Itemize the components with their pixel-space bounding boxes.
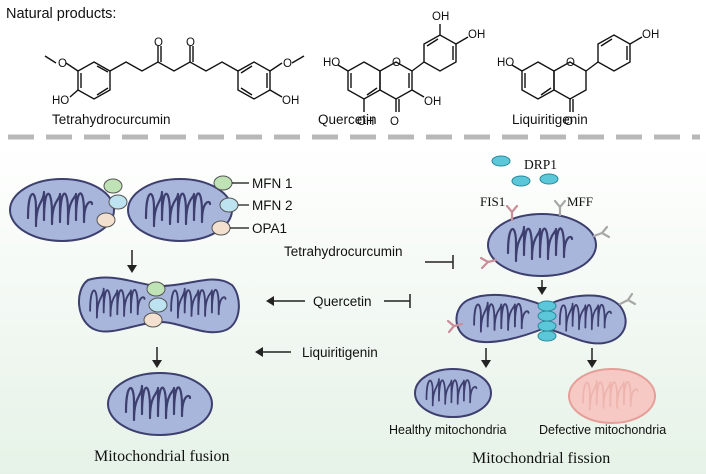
mfn2-label: MFN 2 <box>252 198 293 213</box>
drp1-ring-3 <box>537 320 557 332</box>
drp1-dot-2 <box>511 175 531 187</box>
natural-products-title: Natural products: <box>6 6 116 22</box>
quercetin-carbonyl: O <box>390 116 399 128</box>
thc-hydroxyl-right: OH <box>282 95 299 107</box>
drp1-ring-1 <box>537 300 557 312</box>
drp1-ring-4 <box>537 330 557 342</box>
drp1-dot-1 <box>491 155 511 167</box>
opa1-legend-marker <box>211 220 231 236</box>
fission-caption: Mitochondrial fission <box>472 450 610 467</box>
effect-label-liquiritigenin: Liquiritigenin <box>302 345 378 360</box>
liquiritigenin-hydroxyl-4prime: OH <box>642 29 659 41</box>
thc-hydroxyl-left: HO <box>52 95 69 107</box>
mitochondrion-pre-fission <box>487 213 597 277</box>
mitochondrion-healthy <box>414 368 492 418</box>
fusion-arrowhead-2 <box>152 360 162 368</box>
healthy-mitochondria-label: Healthy mitochondria <box>389 423 506 437</box>
opa1-dot-fusing <box>143 312 163 328</box>
quercetin-hydroxyl-5: OH <box>357 116 374 128</box>
effect-label-tetrahydrocurcumin: Tetrahydrocurcumin <box>284 244 403 259</box>
fis1-label: FIS1 <box>480 194 505 209</box>
compound-name-tetrahydrocurcumin: Tetrahydrocurcumin <box>52 112 171 127</box>
fission-arrowhead-healthy <box>481 360 491 368</box>
thc-oxygen-right: O <box>283 58 292 70</box>
quercetin-hydroxyl-3prime: OH <box>432 11 449 23</box>
quercetin-fusion-arrowhead <box>266 296 274 306</box>
fusion-caption: Mitochondrial fusion <box>94 448 230 465</box>
quercetin-ring-oxygen: O <box>392 57 401 69</box>
drp1-dot-3 <box>539 173 559 185</box>
fusion-arrowhead-1 <box>127 265 137 273</box>
mfn2-legend-marker <box>219 197 239 213</box>
mfn1-legend-marker <box>213 175 233 191</box>
mfn1-label: MFN 1 <box>252 176 293 191</box>
mff-receptor-dividing <box>618 292 637 306</box>
mfn1-dot <box>103 178 123 194</box>
liquiritigenin-hydroxyl-7: HO <box>497 57 514 69</box>
mfn2-dot-fusing <box>148 297 168 313</box>
defective-mitochondria-label: Defective mitochondria <box>539 423 666 437</box>
mitochondrion-defective <box>568 368 656 424</box>
thc-carbonyl-2: O <box>186 37 195 49</box>
fis1-receptor-left <box>479 256 498 270</box>
compound-name-quercetin: Quercetin <box>318 112 377 127</box>
mfn2-dot <box>108 194 128 210</box>
opa1-dot <box>96 212 116 228</box>
fis1-receptor-top <box>505 204 519 222</box>
liquiritigenin-structure <box>511 34 643 112</box>
quercetin-hydroxyl-3: OH <box>424 96 441 108</box>
tetrahydrocurcumin-structure <box>44 46 305 100</box>
drp1-ring-2 <box>537 310 557 322</box>
quercetin-hydroxyl-7: HO <box>323 57 340 69</box>
compound-name-liquiritigenin: Liquiritigenin <box>512 112 588 127</box>
fission-arrowhead-defective <box>587 360 597 368</box>
thc-oxygen-left: O <box>58 58 67 70</box>
mff-receptor-top <box>553 199 567 217</box>
mff-receptor-right <box>592 225 611 239</box>
thc-carbonyl-1: O <box>154 37 163 49</box>
mitochondrion-fused <box>107 372 213 436</box>
quercetin-structure <box>337 24 469 112</box>
drp1-label: DRP1 <box>524 157 557 172</box>
quercetin-hydroxyl-4prime: OH <box>468 29 485 41</box>
liquiritigenin-fusion-arrowhead <box>255 347 263 357</box>
fis1-receptor-dividing <box>446 319 464 334</box>
mitochondrion-pre-fusion-left <box>9 178 115 242</box>
mfn1-dot-fusing <box>146 281 166 297</box>
opa1-label: OPA1 <box>252 221 287 236</box>
liquiritigenin-ring-oxygen: O <box>566 57 575 69</box>
liquiritigenin-carbonyl: O <box>564 116 573 128</box>
effect-label-quercetin: Quercetin <box>313 294 372 309</box>
fission-arrowhead-1 <box>537 287 547 295</box>
mff-label: MFF <box>567 194 593 209</box>
